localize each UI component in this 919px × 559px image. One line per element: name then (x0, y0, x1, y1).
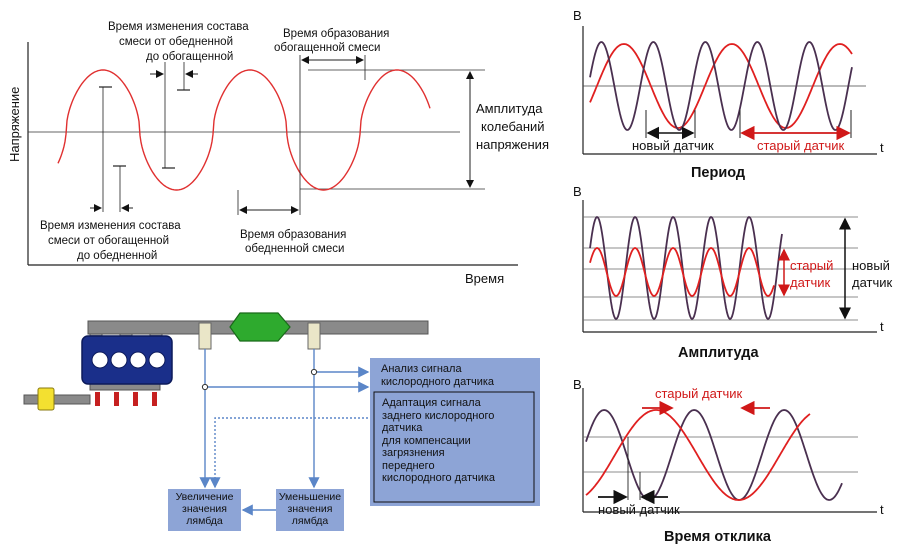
period-new-sensor-curve (589, 41, 853, 131)
catalytic-converter (229, 312, 291, 342)
amp-new-sensor-curve (589, 215, 783, 321)
injector (114, 392, 119, 406)
period-y-label: B (573, 8, 582, 23)
intake-sensor (37, 387, 55, 411)
main-signal-curve (57, 69, 431, 191)
resp-new-sensor-label: новый датчик (598, 502, 680, 517)
amp-x-label: t (880, 319, 884, 334)
resp-new-sensor-curve (585, 409, 843, 501)
amp-old-sensor-label-line: старый (790, 258, 833, 273)
cylinder (148, 351, 166, 369)
adaptation-box-text: Адаптация сигнала заднего кислородного д… (382, 397, 495, 485)
amplitude-chart: B t старый датчик новый датчик Амплитуда (573, 184, 893, 361)
injector (152, 392, 157, 406)
rich-to-lean-label-line: Время изменения состава (40, 220, 181, 232)
junction-dot (310, 368, 318, 376)
period-title: Период (691, 165, 745, 181)
adaptation-line: переднего (382, 459, 435, 472)
rich-formation-label-line: Время образования (283, 28, 389, 40)
adaptation-line: Адаптация сигнала (382, 397, 481, 409)
adaptation-line: загрязнения (382, 447, 445, 459)
cylinder (91, 351, 109, 369)
signal-lines (199, 349, 370, 516)
main-voltage-chart: Напряжение Время Амплитуда колебаний нап… (7, 21, 549, 286)
adaptation-line: для компенсации (382, 434, 471, 447)
resp-y-label: B (573, 377, 582, 392)
intake-pipe (23, 394, 91, 405)
adaptation-dotted-line (209, 417, 372, 489)
rich-to-lean-label-line: смеси от обогащенной (48, 235, 169, 247)
main-ylabel: Напряжение (7, 87, 22, 162)
cylinder (110, 351, 128, 369)
lean-to-rich-label-line: смеси от обедненной (119, 36, 233, 48)
increase-line: лямбда (186, 515, 223, 527)
period-x-label: t (880, 140, 884, 155)
injectors (95, 392, 157, 406)
decrease-box-text: Уменьшение значения лямбда (276, 491, 344, 527)
lean-formation-label-line: обедненной смеси (245, 243, 344, 255)
adaptation-line: датчика (382, 422, 423, 434)
rich-to-lean-label-line: до обедненной (77, 250, 157, 262)
adaptation-line: кислородного датчика (382, 472, 496, 484)
amp-new-sensor-label-line: датчик (852, 275, 893, 290)
resp-old-sensor-curve (585, 409, 811, 501)
period-old-sensor-label: старый датчик (757, 138, 845, 153)
engine-diagram (23, 312, 540, 531)
front-oxygen-sensor (198, 322, 212, 350)
amp-title: Амплитуда (678, 345, 759, 361)
adaptation-box (373, 391, 535, 503)
injector (133, 392, 138, 406)
increase-box-text: Увеличение значения лямбда (168, 491, 241, 527)
rich-formation-label-line: обогащенной смеси (274, 42, 380, 54)
decrease-line: Уменьшение (278, 491, 342, 503)
lean-formation-label-line: Время образования (240, 229, 346, 241)
response-chart: B t старый датчик новый датчик Время отк… (573, 377, 884, 545)
period-old-sensor-curve (589, 43, 853, 129)
resp-x-label: t (880, 502, 884, 517)
increase-line: Увеличение (175, 491, 234, 503)
decrease-line: лямбда (291, 515, 329, 527)
resp-title: Время отклика (664, 529, 772, 545)
increase-line: значения (182, 503, 227, 515)
amp-y-label: B (573, 184, 582, 199)
injector (95, 392, 100, 406)
lean-to-rich-label-line: до обогащенной (146, 51, 233, 63)
lean-to-rich-label-line: Время изменения состава (108, 21, 249, 33)
resp-old-sensor-label: старый датчик (655, 386, 743, 401)
amp-new-sensor-label-line: новый (852, 258, 890, 273)
decrease-lambda-box (276, 489, 344, 531)
analysis-line: кислородного датчика (381, 375, 495, 388)
increase-lambda-box (168, 489, 241, 531)
analysis-box-text: Анализ сигнала кислородного датчика (381, 363, 494, 388)
cylinder (129, 351, 147, 369)
amp-old-sensor-label-line: датчик (790, 275, 831, 290)
amplitude-label-line: напряжения (476, 137, 549, 152)
amplitude-label-line: колебаний (481, 119, 545, 134)
amp-old-sensor-curve (589, 247, 775, 297)
period-chart: B t новый датчик старый датчик Период (573, 8, 884, 181)
main-xlabel: Время (465, 271, 504, 286)
junction-dot (201, 383, 209, 391)
decrease-line: значения (287, 503, 333, 515)
period-new-sensor-label: новый датчик (632, 138, 714, 153)
rear-oxygen-sensor (307, 322, 321, 350)
amplitude-label-line: Амплитуда (476, 101, 543, 116)
adaptation-line: заднего кислородного (382, 409, 495, 422)
analysis-line: Анализ сигнала (381, 363, 462, 375)
